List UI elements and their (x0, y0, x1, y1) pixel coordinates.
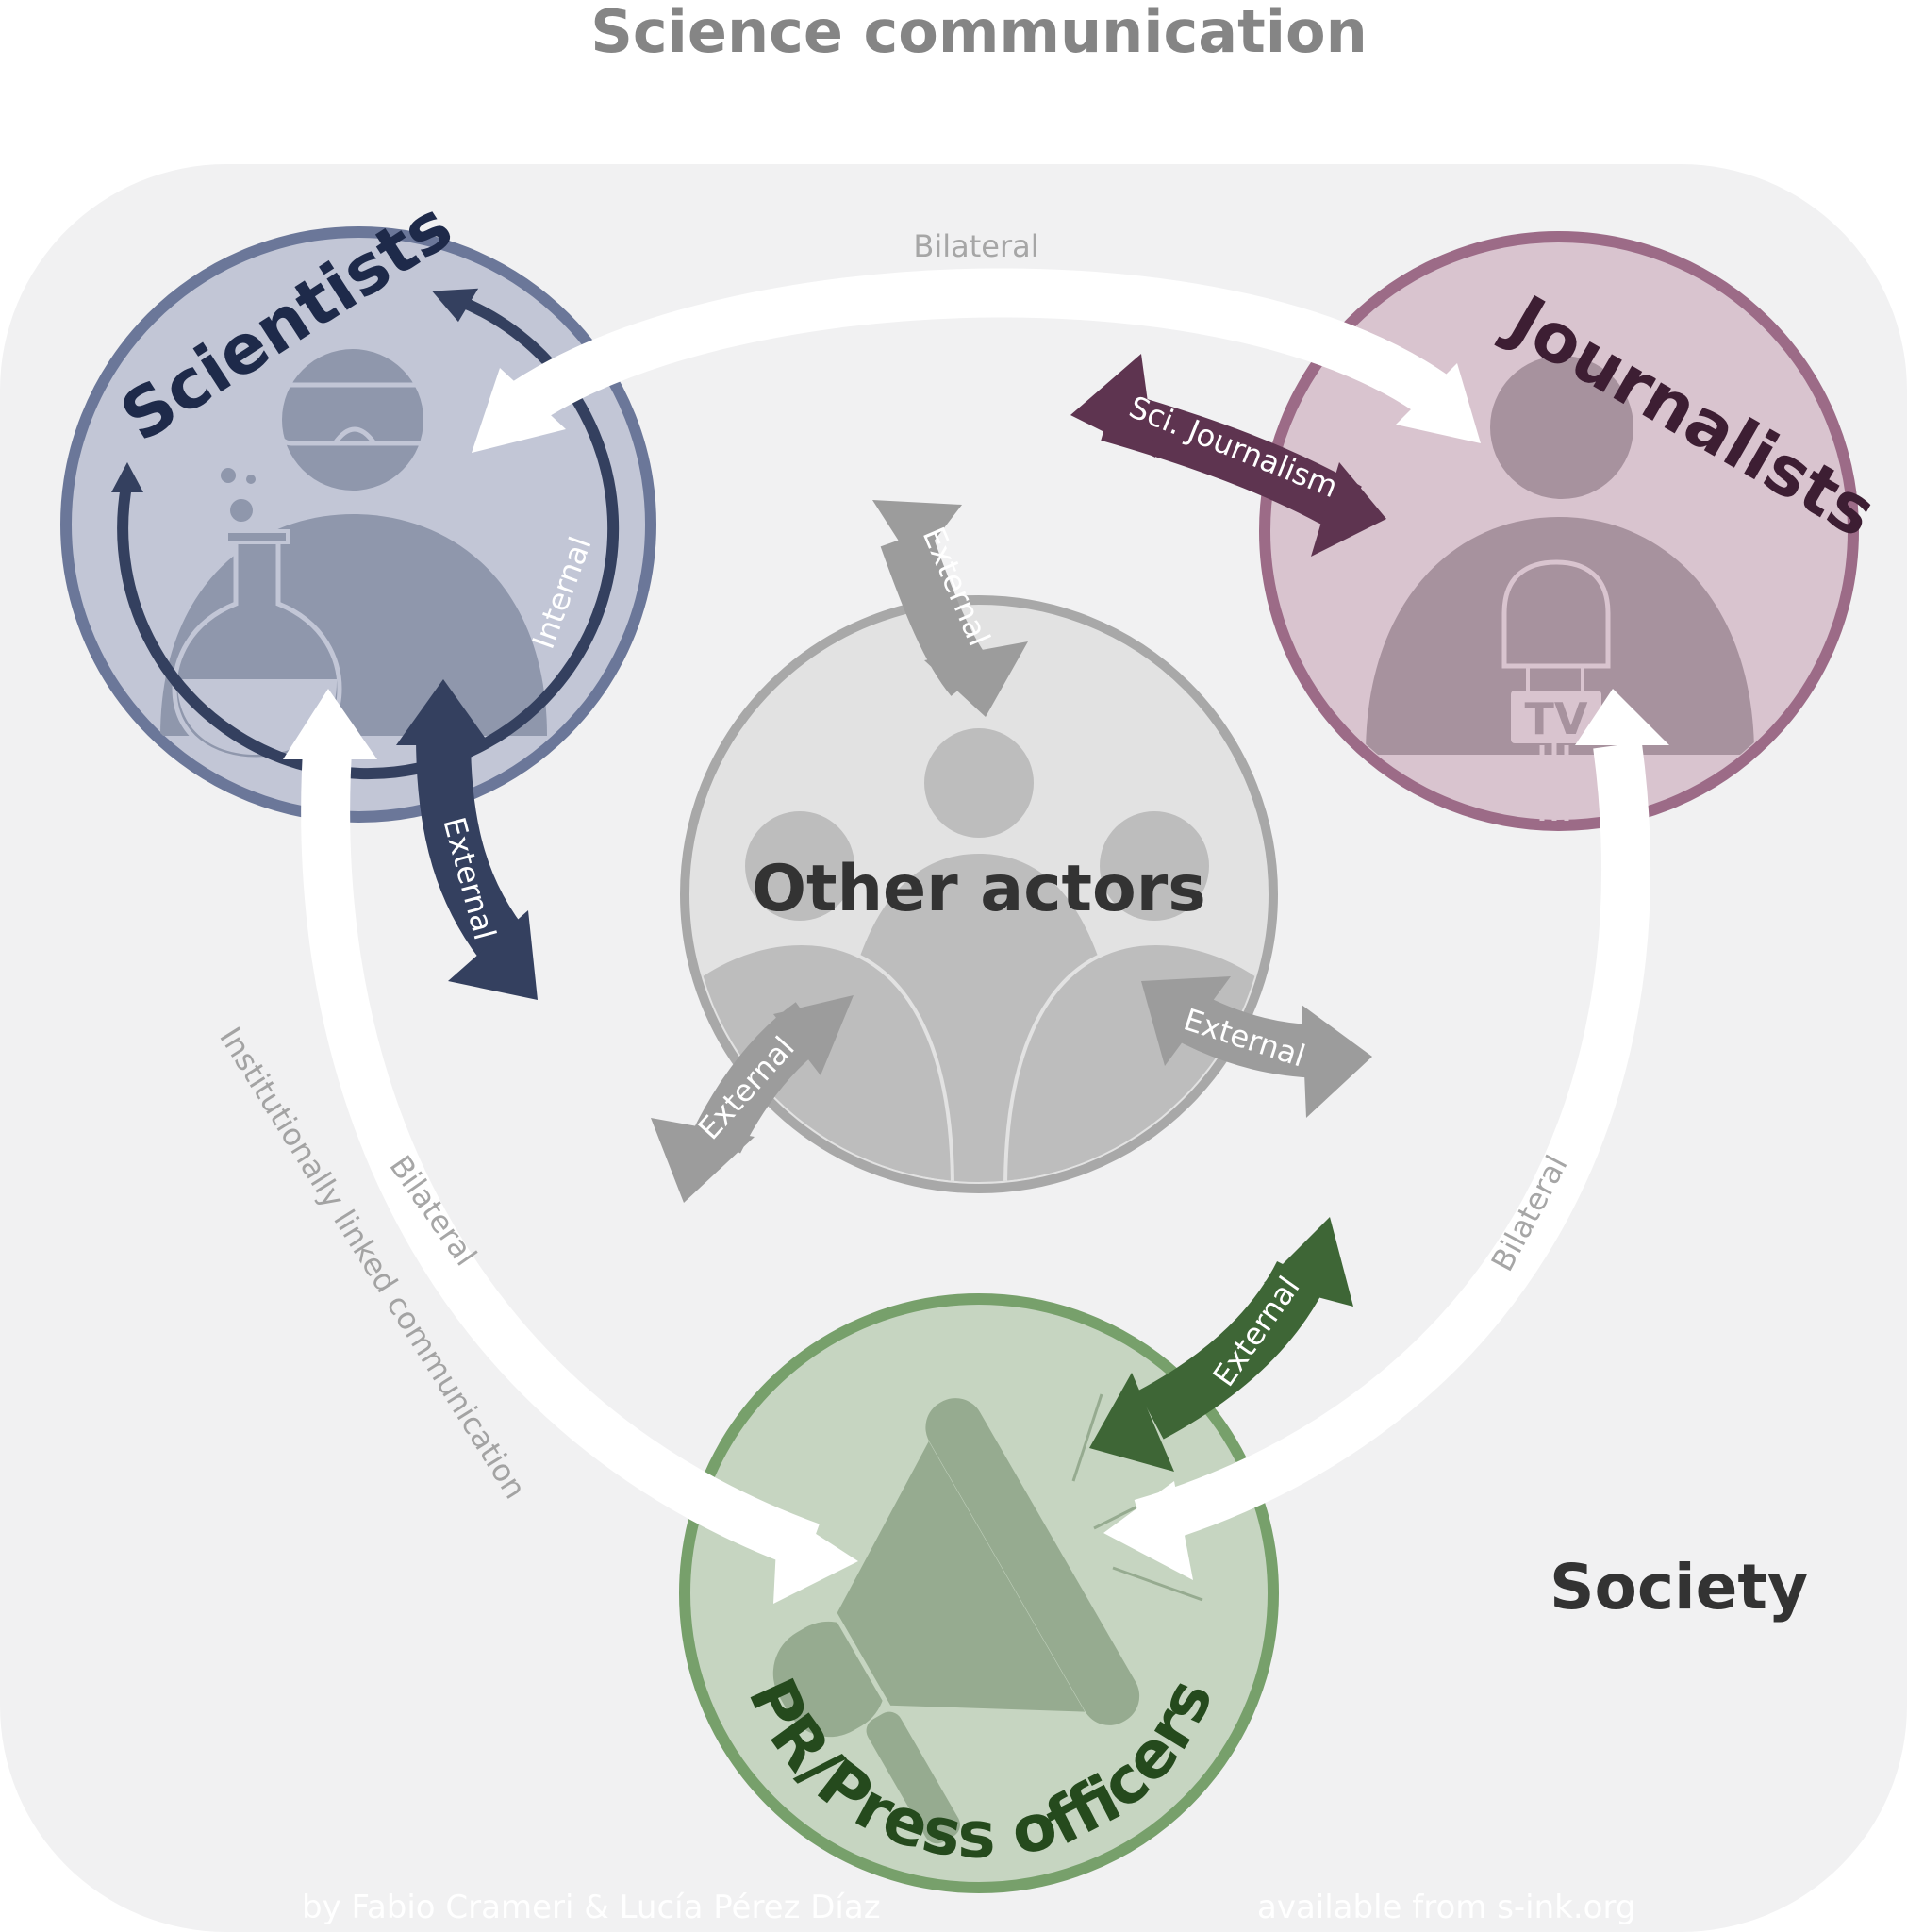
credits-source: available from s-ink.org (1257, 1889, 1635, 1926)
credits-authors: by Fabio Crameri & Lucía Pérez Díaz (302, 1889, 881, 1926)
bilateral-right-arrow (1134, 741, 1651, 1547)
other-external-top-arrow (872, 500, 1028, 717)
bilateral-top-arrow (499, 268, 1464, 431)
flask-icon (172, 468, 342, 762)
scientists-external-arrow (396, 679, 538, 1000)
other-external-right-arrow (1141, 976, 1372, 1118)
society-label: Society (1550, 1551, 1808, 1624)
sci-journalism-arrow (1070, 354, 1386, 557)
goggles-icon (275, 382, 435, 446)
other-external-left-arrow (651, 995, 854, 1203)
diagram-title: Science communication (590, 0, 1368, 66)
sound-line (1112, 1566, 1203, 1602)
bilateral-arrows (283, 268, 1669, 1604)
journalist-person-icon (1366, 356, 1754, 755)
sound-line (1071, 1393, 1103, 1482)
microphone-icon: TV (1501, 559, 1611, 821)
other-actors-label: Other actors (752, 852, 1205, 926)
bilateral-top-label: Bilateral (913, 228, 1038, 264)
bilateral-left-arrow (301, 734, 820, 1571)
tv-label: TV (1525, 693, 1588, 744)
pr-external-arrow (1089, 1217, 1353, 1472)
megaphone-icon (772, 1398, 1140, 1844)
